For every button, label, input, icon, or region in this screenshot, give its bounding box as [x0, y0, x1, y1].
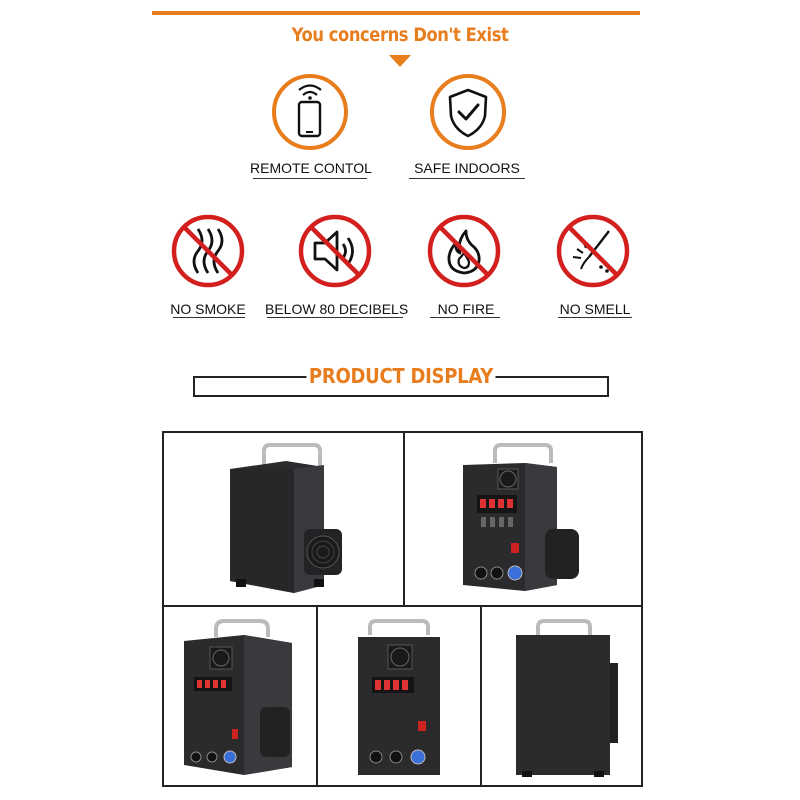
no-smoke-icon: [171, 214, 245, 288]
feature-no-smoke: NO SMOKE: [163, 211, 253, 321]
no-smell-icon: [556, 214, 630, 288]
product-gallery: [162, 431, 643, 787]
label-underline: [267, 317, 403, 318]
gallery-divider: [164, 605, 643, 607]
page-title: You concerns Don't Exist: [291, 24, 509, 46]
no-sound-icon: [298, 214, 372, 288]
label-underline: [253, 178, 367, 179]
product-photo-front: [318, 607, 479, 787]
product-photo-angled: [164, 607, 315, 787]
no-fire-icon: [427, 214, 501, 288]
feature-label: SAFE INDOORS: [414, 160, 520, 176]
product-photo-back: [405, 433, 643, 604]
section-title: PRODUCT DISPLAY: [306, 364, 496, 388]
feature-label: NO FIRE: [437, 301, 495, 317]
shield-check-icon: [430, 74, 506, 150]
label-underline: [430, 317, 500, 318]
feature-below-80-decibels: BELOW 80 DECIBELS: [265, 211, 409, 321]
feature-label: NO SMELL: [559, 301, 631, 317]
feature-remote-control: REMOTE CONTOL: [250, 72, 372, 182]
product-photo-side: [164, 433, 402, 604]
feature-no-fire: NO FIRE: [421, 211, 511, 321]
gallery-divider: [403, 433, 405, 605]
feature-safe-indoors: SAFE INDOORS: [407, 72, 527, 182]
product-photo-side-plain: [482, 607, 643, 787]
top-divider: [152, 11, 640, 15]
down-arrow-icon: [389, 55, 411, 67]
feature-label: BELOW 80 DECIBELS: [265, 301, 409, 317]
gallery-divider: [316, 605, 318, 787]
label-underline: [173, 317, 245, 318]
label-underline: [558, 317, 632, 318]
feature-label: REMOTE CONTOL: [250, 160, 372, 176]
remote-control-icon: [272, 74, 348, 150]
feature-no-smell: NO SMELL: [550, 211, 640, 321]
feature-label: NO SMOKE: [170, 301, 246, 317]
gallery-divider: [480, 605, 482, 787]
label-underline: [409, 178, 525, 179]
